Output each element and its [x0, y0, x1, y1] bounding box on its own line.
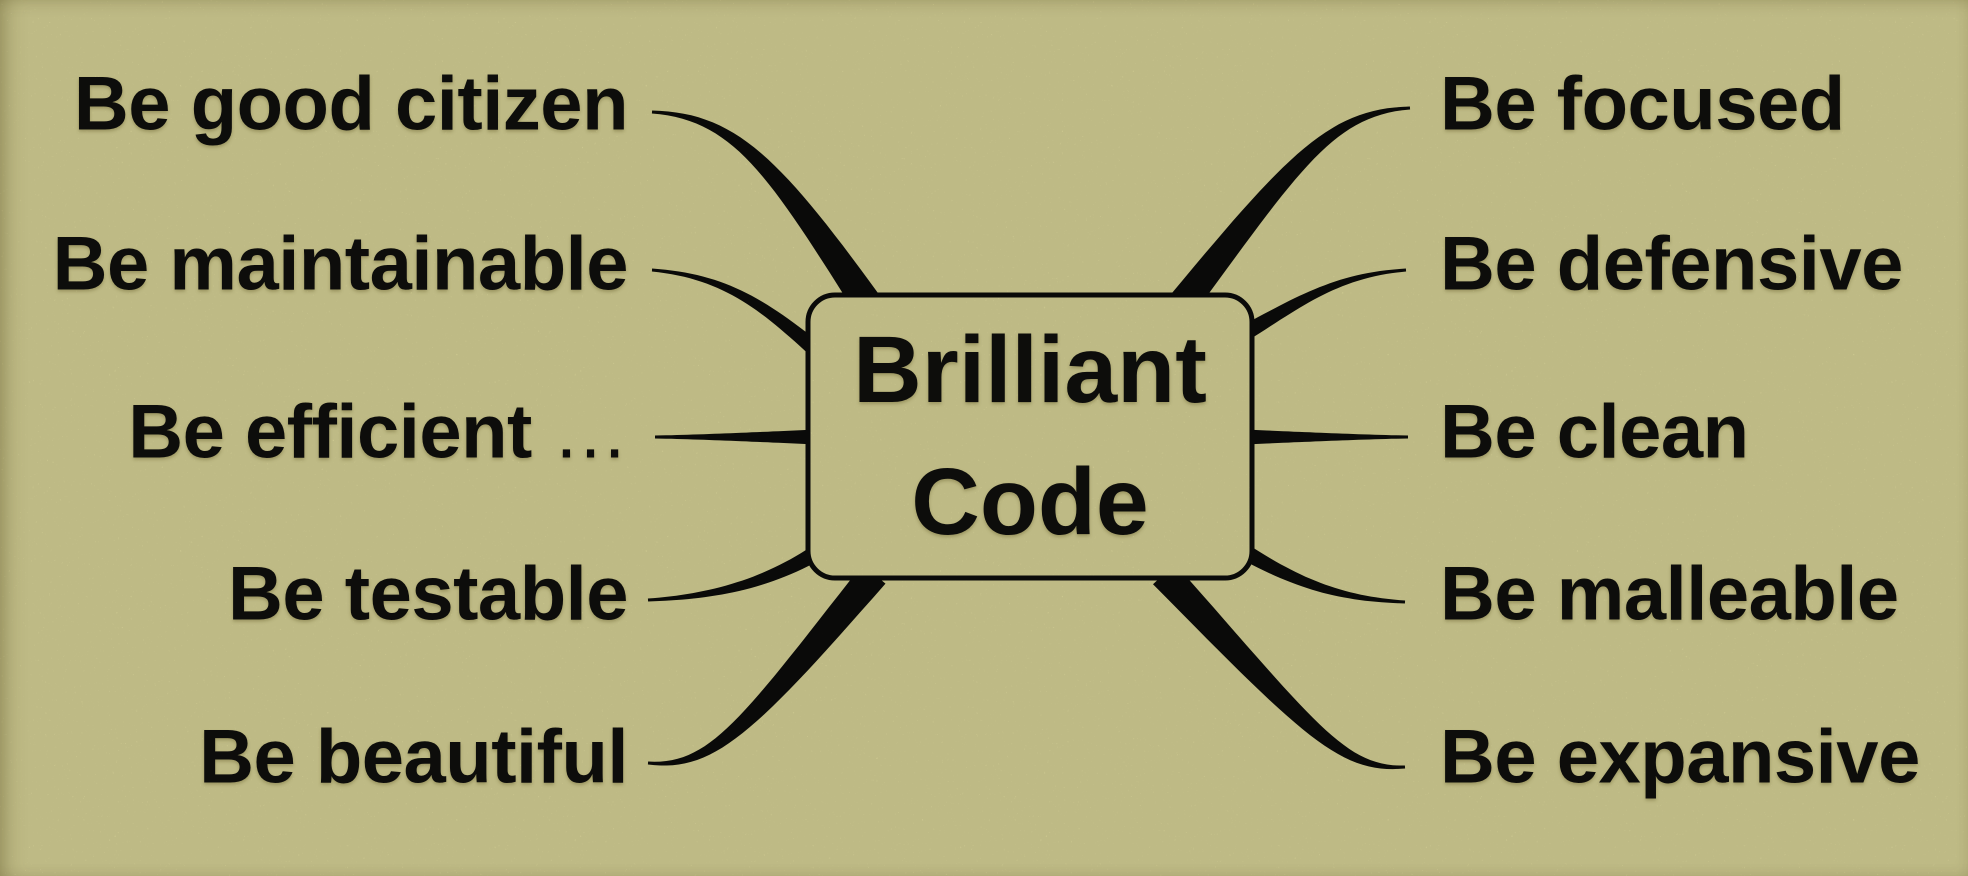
branch-node-be-clean[interactable]: Be clean — [1440, 389, 1749, 476]
branch-label: Be clean — [1440, 389, 1749, 475]
branch-node-be-defensive[interactable]: Be defensive — [1440, 221, 1903, 308]
branch-node-be-good-citizen[interactable]: Be good citizen — [73, 61, 629, 148]
branch-label: Be maintainable — [52, 221, 629, 307]
branch-node-be-maintainable[interactable]: Be maintainable — [52, 221, 629, 308]
center-node-label[interactable]: Brilliant Code — [808, 295, 1252, 578]
branch-node-be-expansive[interactable]: Be expansive — [1440, 714, 1920, 801]
branch-label: Be testable — [228, 551, 629, 637]
branch-label: Be efficient — [128, 389, 532, 475]
branch-label: Be malleable — [1440, 551, 1899, 637]
branch-label: Be good citizen — [73, 61, 629, 147]
branch-label: Be focused — [1440, 61, 1845, 147]
branch-node-be-testable[interactable]: Be testable — [228, 551, 629, 638]
branch-label: Be expansive — [1440, 714, 1920, 800]
center-title-line-1: Brilliant — [853, 317, 1207, 424]
branch-node-be-focused[interactable]: Be focused — [1440, 61, 1845, 148]
branch-node-be-malleable[interactable]: Be malleable — [1440, 551, 1899, 638]
branch-node-be-efficient[interactable]: Be efficient … — [128, 389, 628, 476]
branch-label: Be beautiful — [199, 714, 628, 800]
branch-label-suffix: … — [531, 389, 628, 475]
branch-node-be-beautiful[interactable]: Be beautiful — [199, 714, 628, 801]
branch-label: Be defensive — [1440, 221, 1903, 307]
center-title-line-2: Code — [911, 448, 1149, 555]
